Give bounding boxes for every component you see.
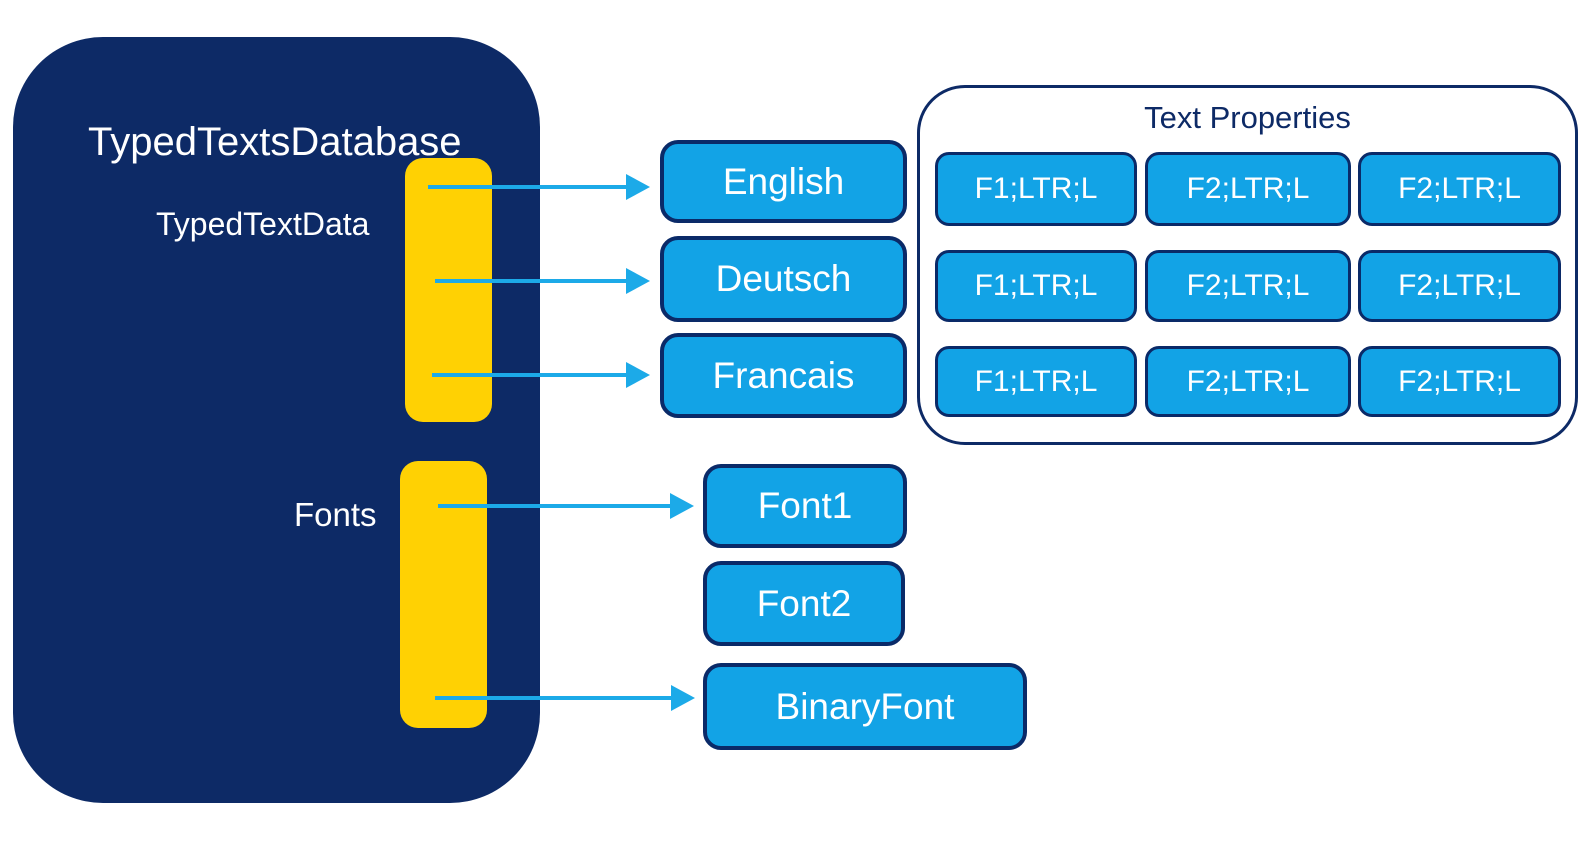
text-property-cell: F1;LTR;L <box>935 250 1137 322</box>
text-properties-title: Text Properties <box>1144 100 1351 135</box>
typed-text-data-collection-bar <box>405 158 492 422</box>
language-box-english: English <box>660 140 907 223</box>
text-property-cell: F2;LTR;L <box>1358 250 1561 322</box>
text-property-cell: F2;LTR;L <box>1358 346 1561 417</box>
text-property-cell: F2;LTR;L <box>1145 346 1351 417</box>
arrow-shaft <box>435 696 677 700</box>
arrow-shaft <box>428 185 632 189</box>
arrow-to-english-icon <box>428 174 650 200</box>
text-property-cell: F2;LTR;L <box>1145 152 1351 226</box>
arrow-to-font1-icon <box>438 493 694 519</box>
text-properties-panel: Text Properties F1;LTR;L F2;LTR;L F2;LTR… <box>917 85 1578 445</box>
database-title: TypedTextsDatabase <box>88 120 462 164</box>
typed-text-data-label: TypedTextData <box>156 206 370 242</box>
font-box-binaryfont: BinaryFont <box>703 663 1027 750</box>
arrow-shaft <box>438 504 676 508</box>
fonts-label: Fonts <box>294 496 377 533</box>
arrow-shaft <box>435 279 632 283</box>
arrow-shaft <box>432 373 632 377</box>
arrow-to-deutsch-icon <box>435 268 650 294</box>
arrow-to-binaryfont-icon <box>435 685 695 711</box>
text-property-cell: F2;LTR;L <box>1145 250 1351 322</box>
font-box-font2: Font2 <box>703 561 905 646</box>
language-box-deutsch: Deutsch <box>660 236 907 322</box>
language-box-francais: Francais <box>660 333 907 418</box>
font-box-font1: Font1 <box>703 464 907 548</box>
text-property-cell: F2;LTR;L <box>1358 152 1561 226</box>
arrow-to-francais-icon <box>432 362 650 388</box>
text-property-cell: F1;LTR;L <box>935 346 1137 417</box>
text-property-cell: F1;LTR;L <box>935 152 1137 226</box>
